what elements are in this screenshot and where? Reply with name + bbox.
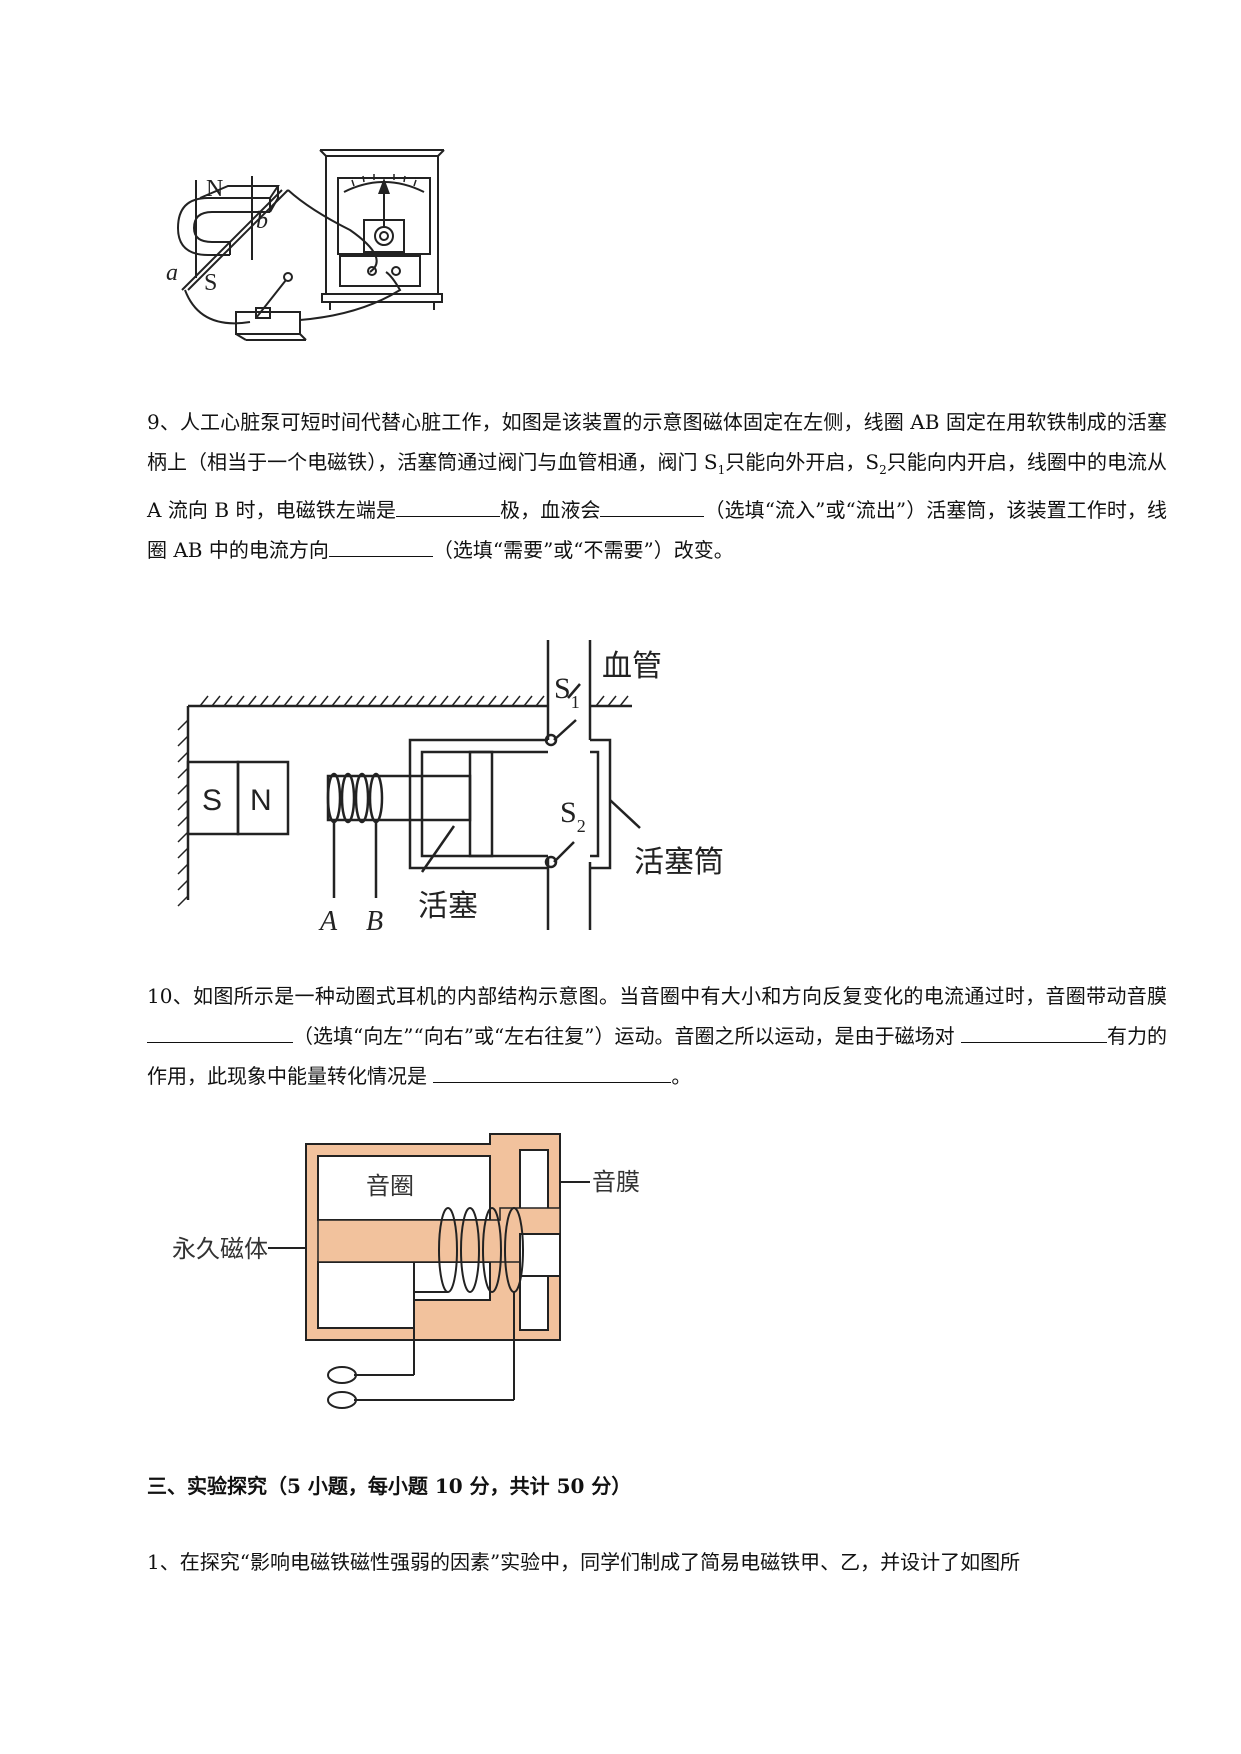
label-a: a: [166, 260, 178, 286]
figure-headphone-structure: 音圈 音膜 永久磁体: [172, 1133, 640, 1409]
answer-blank-energy-conversion[interactable]: [433, 1058, 672, 1083]
question-10: 10、如图所示是一种动圈式耳机的内部结构示意图。当音圈中有大小和方向反复变化的电…: [147, 984, 1167, 1088]
question-9: 9、人工心脏泵可短时间代替心脏工作，如图是该装置的示意图磁体固定在左侧，线圈 A…: [147, 410, 1168, 562]
label-piston-cylinder: 活塞筒: [634, 845, 724, 880]
label-blood-vessel: 血管: [602, 649, 662, 684]
figure-heart-pump: S N S1 S2 血管 活塞筒 活塞 A B: [177, 640, 724, 937]
valve-label-S2: S2: [560, 796, 586, 836]
label-diaphragm: 音膜: [592, 1168, 640, 1196]
figure-electromagnetic-induction: N S a b: [166, 149, 445, 341]
label-voice-coil: 音圈: [366, 1172, 414, 1200]
label-permanent-magnet: 永久磁体: [172, 1235, 268, 1263]
question-1: 1、在探究“影响电磁铁磁性强弱的因素”实验中，同学们制成了简易电磁铁甲、乙，并设…: [147, 1550, 1021, 1574]
answer-blank-blood-flow[interactable]: [600, 492, 705, 517]
magnet-label-S: S: [202, 784, 222, 817]
label-S: S: [204, 270, 217, 296]
label-piston: 活塞: [418, 889, 478, 924]
valve-label-S1: S1: [554, 672, 580, 712]
answer-blank-pole[interactable]: [396, 492, 501, 517]
answer-blank-membrane-motion[interactable]: [147, 1018, 293, 1043]
label-wire-B: B: [366, 906, 383, 937]
answer-blank-force-object[interactable]: [960, 1018, 1107, 1043]
section-heading: 三、实验探究（5 小题，每小题 10 分，共计 50 分）: [147, 1474, 632, 1498]
answer-blank-current-direction[interactable]: [328, 532, 433, 557]
label-b: b: [256, 208, 268, 234]
label-wire-A: A: [318, 906, 338, 937]
label-N: N: [206, 176, 223, 202]
magnet-label-N: N: [250, 784, 272, 817]
